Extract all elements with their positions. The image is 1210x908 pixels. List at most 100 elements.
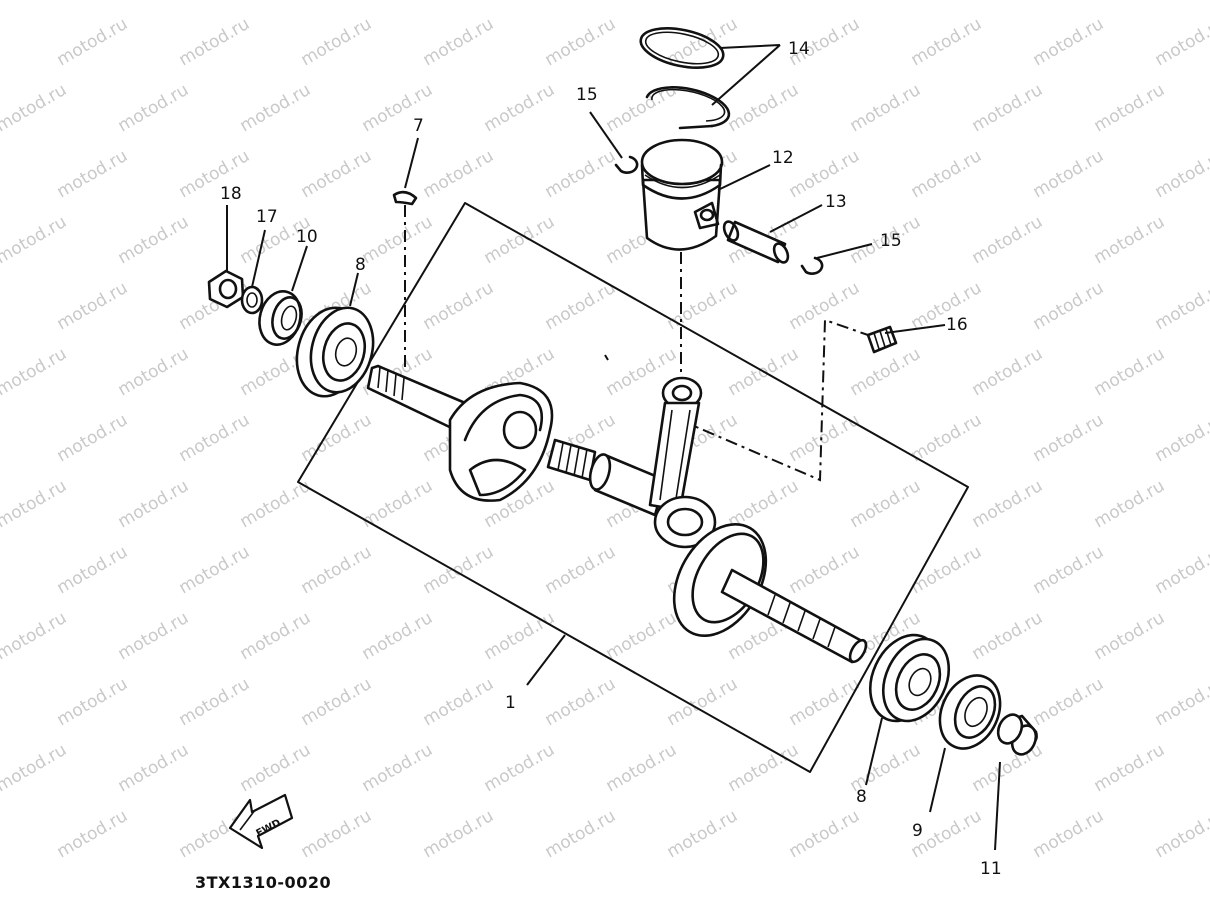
watermark-text: motod.ru xyxy=(0,344,70,400)
callout-8-left: 8 xyxy=(355,255,366,275)
watermark-text: motod.ru xyxy=(115,608,193,664)
watermark-text: motod.ru xyxy=(359,608,437,664)
watermark-text: motod.ru xyxy=(359,212,437,268)
callout-9: 9 xyxy=(912,821,923,841)
callout-8-right: 8 xyxy=(856,787,867,807)
watermark-text: motod.ru xyxy=(0,740,70,796)
watermark-text: motod.ru xyxy=(54,146,132,202)
piston-pin-clips xyxy=(614,155,824,275)
watermark-text: motod.ru xyxy=(359,80,437,136)
left-shaft-parts xyxy=(207,269,375,398)
watermark-text: motod.ru xyxy=(1091,212,1169,268)
watermark-text: motod.ru xyxy=(786,410,864,466)
watermark-text: motod.ru xyxy=(54,278,132,334)
crankshaft-assembly-outline xyxy=(297,202,969,773)
callout-labels: 1 7 8 8 9 10 11 12 13 14 15 15 16 17 18 xyxy=(220,39,1002,879)
watermark-text: motod.ru xyxy=(481,212,559,268)
watermark-text: motod.ru xyxy=(115,344,193,400)
watermark-text: motod.ru xyxy=(54,806,132,862)
watermark-text: motod.ru xyxy=(176,410,254,466)
watermark-text: motod.ru xyxy=(1030,278,1108,334)
watermark-text: motod.ru xyxy=(420,146,498,202)
watermark-text: motod.ru xyxy=(359,740,437,796)
watermark-text: motod.ru xyxy=(1152,410,1210,466)
watermark-text: motod.ru xyxy=(969,608,1047,664)
watermark-text: motod.ru xyxy=(298,146,376,202)
watermark-text: motod.ru xyxy=(664,674,742,730)
watermark-text: motod.ru xyxy=(847,80,925,136)
watermark-text: motod.ru xyxy=(1091,344,1169,400)
watermark-text: motod.ru xyxy=(542,278,620,334)
watermark-text: motod.ru xyxy=(1152,674,1210,730)
watermark-text: motod.ru xyxy=(115,740,193,796)
watermark-text: motod.ru xyxy=(0,608,70,664)
piston-pin xyxy=(722,220,790,264)
piston xyxy=(640,138,724,251)
leader-lines xyxy=(226,44,1001,851)
watermark-text: motod.ru xyxy=(115,212,193,268)
watermark-text: motod.ru xyxy=(908,542,986,598)
watermark-text: motod.ru xyxy=(0,212,70,268)
watermark-text: motod.ru xyxy=(1030,806,1108,862)
watermark-text: motod.ru xyxy=(1030,542,1108,598)
crank-pin-and-bearing xyxy=(546,438,667,517)
watermark-text: motod.ru xyxy=(1152,806,1210,862)
watermark-text: motod.ru xyxy=(908,14,986,70)
watermark-text: motod.ru xyxy=(1091,740,1169,796)
watermark-text: motod.ru xyxy=(420,278,498,334)
watermark-text: motod.ru xyxy=(481,740,559,796)
watermark-text: motod.ru xyxy=(1152,14,1210,70)
watermark-text: motod.ru xyxy=(908,410,986,466)
left-crank-half xyxy=(366,364,554,502)
assembly-centerlines xyxy=(404,205,869,482)
callout-13: 13 xyxy=(825,192,847,212)
watermark-text: motod.ru xyxy=(481,608,559,664)
watermark-text: motod.ru xyxy=(0,80,70,136)
callout-18: 18 xyxy=(220,184,242,204)
watermark-text: motod.ru xyxy=(298,806,376,862)
watermark-text: motod.ru xyxy=(786,806,864,862)
callout-1: 1 xyxy=(505,693,516,713)
callout-14: 14 xyxy=(788,39,810,59)
watermark-text: motod.ru xyxy=(969,212,1047,268)
callout-12: 12 xyxy=(772,148,794,168)
watermark-text: motod.ru xyxy=(115,80,193,136)
watermark-text: motod.ru xyxy=(115,476,193,532)
drawing-code: 3TX1310-0020 xyxy=(195,873,331,892)
callout-15-right: 15 xyxy=(880,231,902,251)
connecting-rod xyxy=(648,376,717,549)
watermark-text: motod.ru xyxy=(237,608,315,664)
watermark-text: motod.ru xyxy=(1152,278,1210,334)
watermark-text: motod.ru xyxy=(542,146,620,202)
watermark-text: motod.ru xyxy=(1030,410,1108,466)
watermark-text: motod.ru xyxy=(786,674,864,730)
watermark-text: motod.ru xyxy=(54,410,132,466)
watermark-text: motod.ru xyxy=(298,674,376,730)
watermark-text: motod.ru xyxy=(542,542,620,598)
watermark-text: motod.ru xyxy=(420,674,498,730)
callout-16: 16 xyxy=(946,315,968,335)
watermark-text: motod.ru xyxy=(847,476,925,532)
small-end-bearing xyxy=(866,325,898,354)
right-crank-half xyxy=(672,523,868,664)
watermark-text: motod.ru xyxy=(0,476,70,532)
watermark-text: motod.ru xyxy=(237,80,315,136)
watermark-text: motod.ru xyxy=(908,146,986,202)
watermark-text: motod.ru xyxy=(420,542,498,598)
watermark-text: motod.ru xyxy=(969,740,1047,796)
watermark-text: motod.ru xyxy=(1030,146,1108,202)
callout-7: 7 xyxy=(413,116,424,136)
piston-rings xyxy=(639,27,731,130)
watermark-text: motod.ru xyxy=(1030,674,1108,730)
watermark-text: motod.ru xyxy=(1030,14,1108,70)
callout-15-top: 15 xyxy=(576,85,598,105)
watermark-text: motod.ru xyxy=(481,80,559,136)
watermark-text: motod.ru xyxy=(969,344,1047,400)
watermark-text: motod.ru xyxy=(1091,80,1169,136)
watermark-text: motod.ru xyxy=(603,608,681,664)
watermark-text: motod.ru xyxy=(664,14,742,70)
watermark-text: motod.ru xyxy=(54,674,132,730)
watermark-text: motod.ru xyxy=(786,542,864,598)
